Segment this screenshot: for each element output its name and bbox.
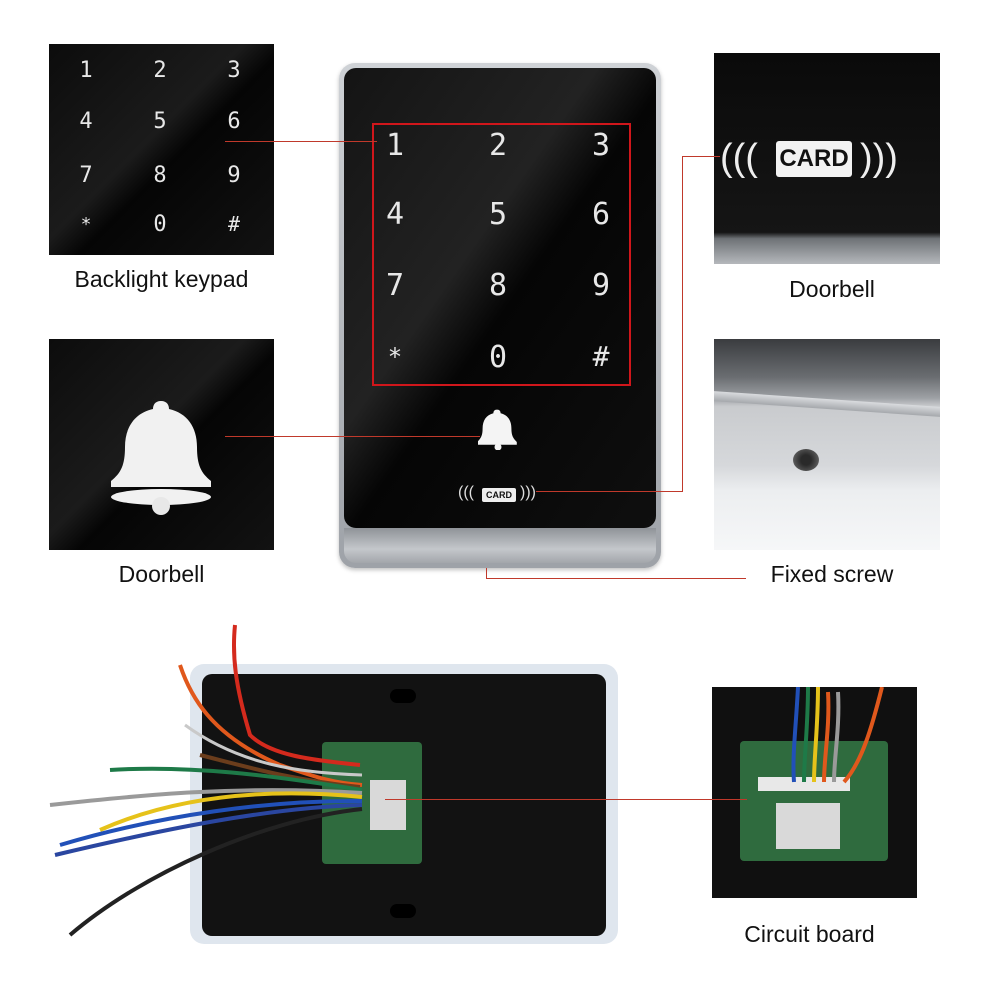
callout-card-top bbox=[682, 156, 720, 157]
callout-screw-v bbox=[486, 568, 487, 578]
access-control-device bbox=[339, 63, 661, 568]
key-2: 2 bbox=[488, 128, 508, 163]
key-0: 0 bbox=[488, 340, 508, 375]
callout-card-h bbox=[536, 491, 683, 492]
callout-circuit bbox=[385, 799, 747, 800]
keypad-closeup-image: 1 2 3 4 5 6 7 8 9 * 0 # bbox=[49, 44, 274, 255]
key-8: 8 bbox=[488, 268, 508, 303]
closeup-key-0: 0 bbox=[153, 212, 167, 237]
wires-closeup bbox=[791, 687, 884, 784]
closeup-key-1: 1 bbox=[79, 58, 93, 83]
closeup-key-2: 2 bbox=[153, 58, 167, 83]
closeup-key-6: 6 bbox=[227, 109, 241, 134]
key-4: 4 bbox=[385, 197, 405, 232]
card-reader-closeup-image: ((( CARD ))) bbox=[714, 53, 940, 264]
caption-doorbell-left: Doorbell bbox=[118, 561, 205, 587]
caption-fixed-screw: Fixed screw bbox=[770, 561, 894, 587]
fixed-screw-closeup-image bbox=[714, 339, 940, 550]
bell-icon bbox=[478, 409, 517, 450]
callout-keypad bbox=[225, 141, 377, 142]
closeup-key-3: 3 bbox=[227, 58, 241, 83]
closeup-key-8: 8 bbox=[153, 163, 167, 188]
key-3: 3 bbox=[591, 128, 611, 163]
card-badge-label: CARD bbox=[482, 488, 516, 502]
key-star: * bbox=[387, 343, 403, 371]
closeup-key-4: 4 bbox=[79, 109, 93, 134]
closeup-key-7: 7 bbox=[79, 163, 93, 188]
caption-circuit-board: Circuit board bbox=[744, 921, 875, 947]
card-badge-large: CARD bbox=[776, 141, 852, 177]
caption-doorbell-top-right: Doorbell bbox=[789, 276, 875, 302]
circuit-board-closeup-image bbox=[712, 687, 917, 898]
closeup-key-9: 9 bbox=[227, 163, 241, 188]
pcb-closeup bbox=[740, 741, 888, 861]
device-bottom-frame bbox=[344, 528, 656, 563]
closeup-key-star: * bbox=[80, 214, 92, 235]
closeup-key-hash: # bbox=[227, 212, 241, 236]
key-6: 6 bbox=[591, 197, 611, 232]
callout-doorbell bbox=[225, 436, 480, 437]
key-hash: # bbox=[592, 340, 610, 373]
wires bbox=[49, 624, 363, 937]
keypad-highlight-box bbox=[372, 123, 631, 386]
device-glass-panel bbox=[344, 68, 656, 528]
screw-icon bbox=[793, 449, 819, 471]
key-1: 1 bbox=[385, 128, 405, 163]
bell-icon bbox=[111, 401, 211, 515]
key-9: 9 bbox=[591, 268, 611, 303]
callout-screw-h bbox=[486, 578, 746, 579]
closeup-key-5: 5 bbox=[153, 109, 167, 134]
key-5: 5 bbox=[488, 197, 508, 232]
key-7: 7 bbox=[385, 268, 405, 303]
doorbell-closeup-image bbox=[49, 339, 274, 550]
caption-backlight-keypad: Backlight keypad bbox=[74, 266, 249, 292]
callout-card-v bbox=[682, 156, 683, 492]
device-back-image bbox=[190, 664, 618, 944]
nfc-card-icon: ((( CARD ))) bbox=[458, 484, 536, 502]
